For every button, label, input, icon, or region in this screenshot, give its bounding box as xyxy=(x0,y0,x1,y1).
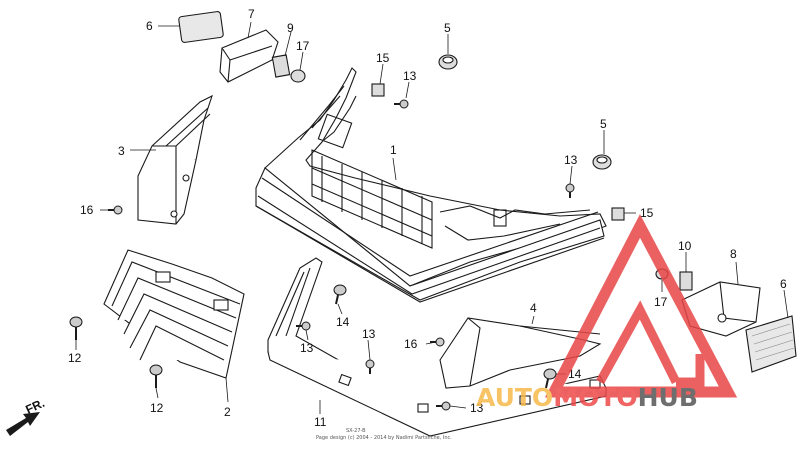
corner-light-housing xyxy=(681,281,761,337)
footer-copyright: Page design (c) 2004 - 2014 by Nadimi Pa… xyxy=(316,435,452,441)
grommet-five-top xyxy=(438,54,458,70)
clip-ten xyxy=(679,271,693,291)
side-panel-left xyxy=(137,94,213,225)
front-housing xyxy=(255,67,607,303)
callout-14: 14 xyxy=(568,367,582,381)
watermark-text-auto: AUTO xyxy=(476,383,553,412)
callout-16: 16 xyxy=(404,337,418,351)
watermark-text-hub: HUB xyxy=(638,383,698,412)
nut-seventeen-top xyxy=(290,69,306,83)
callout-5: 5 xyxy=(444,21,451,35)
callout-13: 13 xyxy=(300,341,314,355)
top-lens xyxy=(178,11,224,43)
diagram-code: SX-27-B xyxy=(346,428,366,434)
watermark-logo: AUTOMOTOHUB xyxy=(476,214,738,412)
grommet-five-right xyxy=(592,154,612,170)
callout-12: 12 xyxy=(150,401,164,415)
callout-9: 9 xyxy=(287,21,294,35)
clip-fifteen-right xyxy=(611,207,625,221)
callout-17: 17 xyxy=(296,39,310,53)
direction-label: FR. xyxy=(23,396,46,417)
callout-4: 4 xyxy=(530,301,537,315)
leader-lines xyxy=(75,21,789,414)
callout-15: 15 xyxy=(640,206,654,220)
callout-1: 1 xyxy=(390,143,397,157)
front-direction-arrow: FR. xyxy=(6,396,47,436)
grille-left xyxy=(103,249,245,379)
callouts: 6 7 9 17 5 15 13 3 1 5 13 16 15 10 8 6 1… xyxy=(68,7,787,429)
top-light-housing xyxy=(219,29,279,83)
callout-7: 7 xyxy=(248,7,255,21)
callout-11: 11 xyxy=(314,415,327,429)
callout-13: 13 xyxy=(362,327,376,341)
callout-13: 13 xyxy=(564,153,578,167)
svg-text:AUTOMOTOHUB: AUTOMOTOHUB xyxy=(476,383,698,412)
clip-nine xyxy=(271,54,291,78)
callout-12: 12 xyxy=(68,351,82,365)
callout-13: 13 xyxy=(403,69,417,83)
callout-13: 13 xyxy=(470,401,484,415)
callout-5: 5 xyxy=(600,117,607,131)
callout-16: 16 xyxy=(80,203,94,217)
callout-8: 8 xyxy=(730,247,737,261)
lower-bumper xyxy=(267,257,607,437)
callout-14: 14 xyxy=(336,315,350,329)
callout-2: 2 xyxy=(224,405,231,419)
watermark-text-moto: MOTO xyxy=(553,383,637,412)
fasteners xyxy=(69,99,575,411)
callout-10: 10 xyxy=(678,239,692,253)
callout-17: 17 xyxy=(654,295,668,309)
callout-6: 6 xyxy=(146,19,153,33)
callout-6: 6 xyxy=(780,277,787,291)
side-panel-right xyxy=(439,317,602,389)
callout-15: 15 xyxy=(376,51,390,65)
callout-3: 3 xyxy=(118,144,125,158)
corner-lens xyxy=(745,315,797,373)
triangle-logo-icon xyxy=(544,214,738,398)
clip-fifteen-top xyxy=(371,83,385,97)
